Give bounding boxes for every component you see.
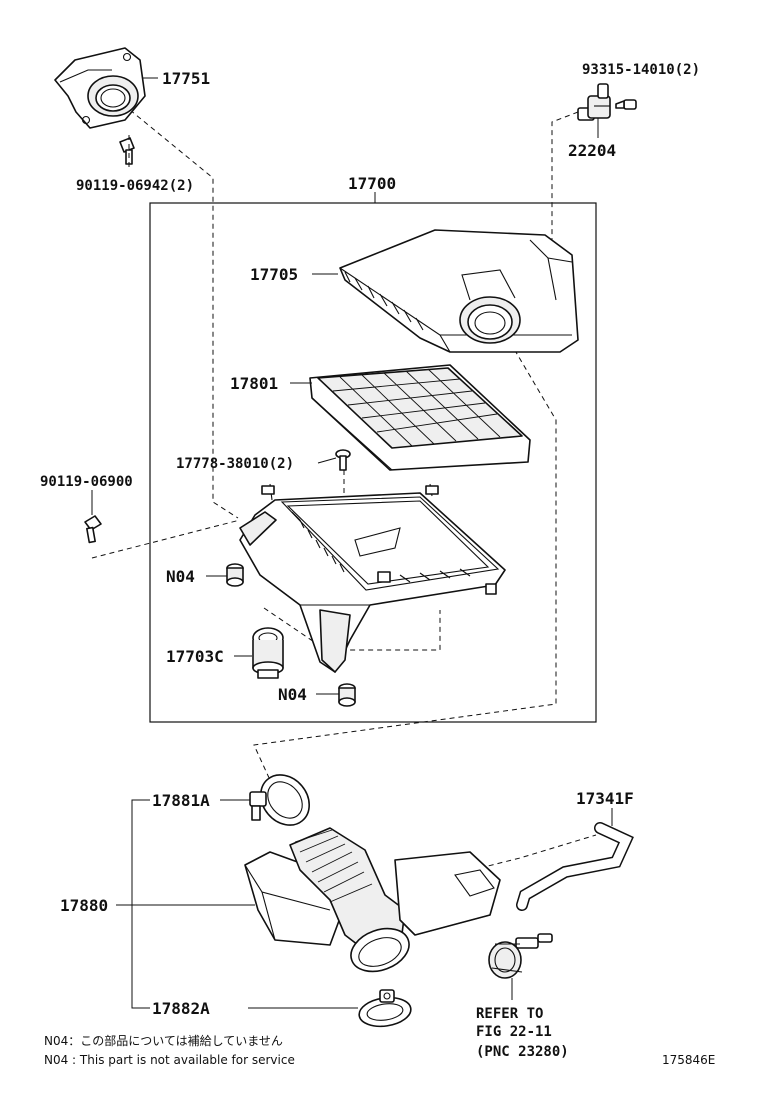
part-22204-sensor <box>577 83 611 121</box>
label-90119-06942: 90119-06942(2) <box>76 178 194 194</box>
note-english: N04 : This part is not available for ser… <box>44 1053 295 1067</box>
label-93315-14010: 93315-14010(2) <box>582 62 700 78</box>
part-17880-intake-hose <box>244 827 501 973</box>
bolt-90119-06942 <box>119 137 135 165</box>
part-17341f-hose <box>516 822 634 911</box>
refer-line-3: (PNC 23280) <box>476 1044 569 1060</box>
label-22204: 22204 <box>568 141 616 160</box>
part-17703c-valve <box>252 627 284 679</box>
screw-90119-06900 <box>84 515 102 544</box>
refer-line-2: FIG 22-11 <box>476 1024 552 1040</box>
label-17880: 17880 <box>60 896 108 915</box>
label-n04-bottom: N04 <box>278 685 307 704</box>
label-17703c: 17703C <box>166 647 224 666</box>
label-17881a: 17881A <box>152 791 210 810</box>
bracket-17881a-17882a <box>131 799 150 1009</box>
part-vsv-refer <box>488 933 553 979</box>
part-17801-filter <box>309 364 531 471</box>
connection-lines <box>91 109 597 869</box>
part-lower-case <box>239 483 506 673</box>
label-17341f: 17341F <box>576 789 634 808</box>
part-17751-flange <box>54 47 146 129</box>
label-17751: 17751 <box>162 69 210 88</box>
part-17881a-clamp <box>249 774 310 826</box>
screw-93315-14010 <box>615 99 637 110</box>
part-17882a-clamp <box>358 989 412 1028</box>
label-17882a: 17882A <box>152 999 210 1018</box>
label-17778-38010: 17778-38010(2) <box>176 456 294 472</box>
screw-17778-38010 <box>335 449 351 471</box>
label-17705: 17705 <box>250 265 298 284</box>
refer-line-1: REFER TO <box>476 1006 543 1022</box>
note-japanese: N04：この部品については補給していません <box>44 1033 283 1048</box>
assembly-frame-17700 <box>149 202 597 723</box>
grommet-n04-bottom <box>338 683 356 707</box>
label-n04-top: N04 <box>166 567 195 586</box>
label-17801: 17801 <box>230 374 278 393</box>
part-17705-upper-cover <box>339 229 579 353</box>
grommet-n04-top <box>226 563 244 587</box>
figure-id: 175846E <box>662 1053 715 1067</box>
label-90119-06900: 90119-06900 <box>40 474 133 490</box>
label-17700: 17700 <box>348 174 396 193</box>
